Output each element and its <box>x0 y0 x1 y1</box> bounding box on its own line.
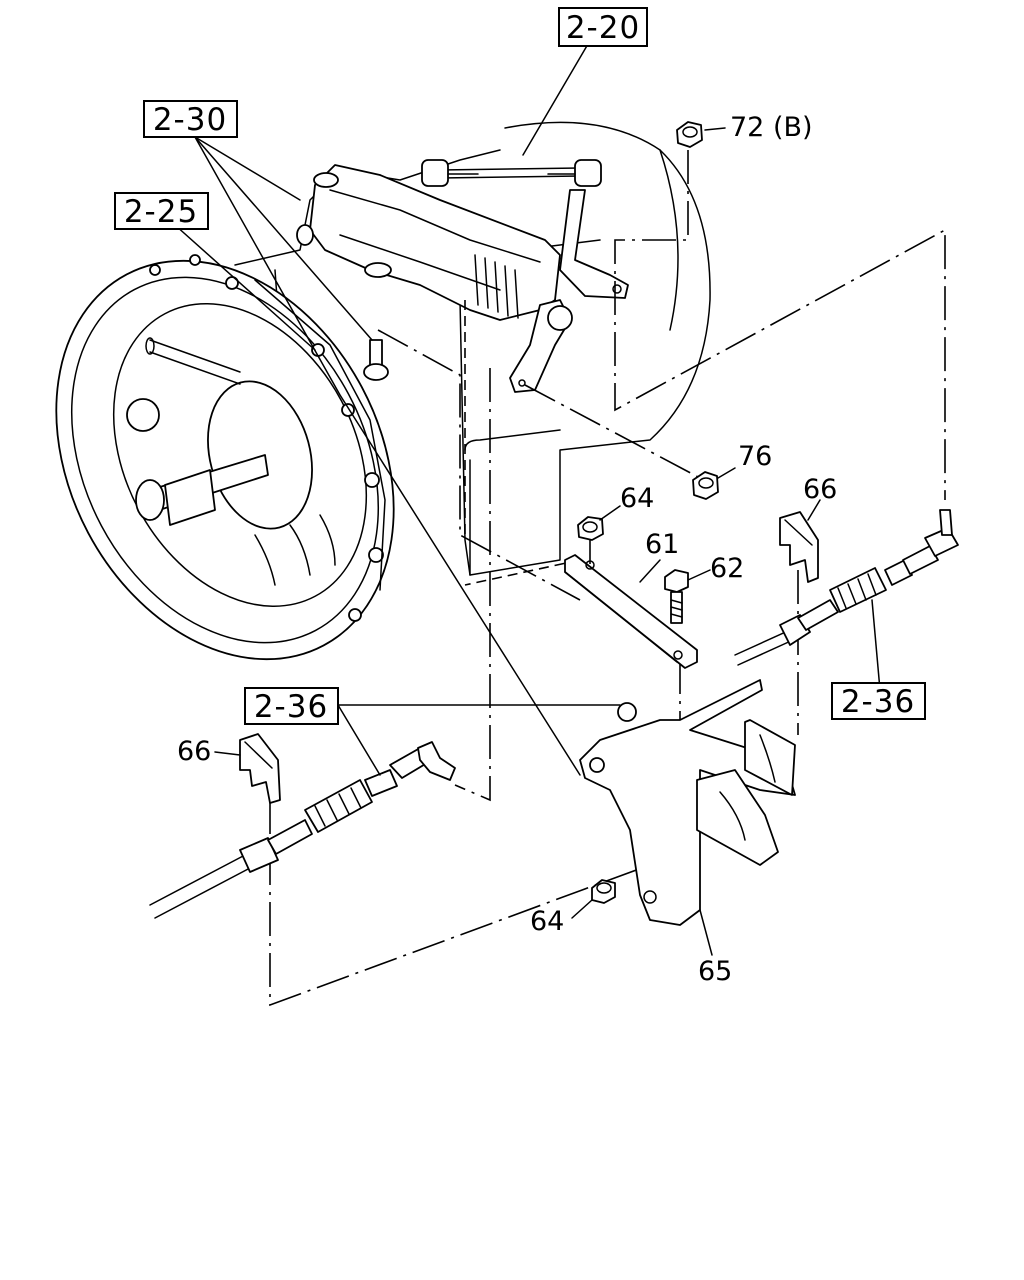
nut-72b <box>676 121 703 148</box>
transmission-housing <box>234 121 711 576</box>
part-number-64-upper: 64 <box>620 483 654 514</box>
ref-label-2-36-left: 2-36 <box>254 689 328 725</box>
ref-box-2-36-right: 2-36 <box>831 682 926 720</box>
ref-box-2-30: 2-30 <box>143 100 238 138</box>
part-number-62: 62 <box>710 553 744 584</box>
part-number-65: 65 <box>698 956 732 987</box>
ref-box-2-25: 2-25 <box>114 192 209 230</box>
cable-2-36-left <box>149 741 456 919</box>
clip-66-right <box>779 511 819 583</box>
clutch-housing <box>55 254 395 661</box>
leader-lines <box>174 43 881 956</box>
cable-2-36-right <box>734 509 959 666</box>
bracket-61 <box>564 554 698 669</box>
ref-label-2-36-right: 2-36 <box>841 684 915 720</box>
part-number-72b: 72 (B) <box>730 112 813 143</box>
ref-label-2-25: 2-25 <box>124 194 198 230</box>
bracket-65 <box>579 679 796 926</box>
part-number-76: 76 <box>738 441 772 472</box>
nut-76 <box>692 471 719 500</box>
ref-label-2-30: 2-30 <box>153 102 227 138</box>
part-number-61: 61 <box>645 529 679 560</box>
nut-64-lower <box>591 879 616 904</box>
part-number-64-lower: 64 <box>530 906 564 937</box>
bolt-62 <box>664 569 689 624</box>
clip-66-left <box>239 733 281 804</box>
part-number-66-left: 66 <box>177 736 211 767</box>
part-number-66-right: 66 <box>803 474 837 505</box>
ref-box-2-36-left: 2-36 <box>244 687 339 725</box>
ref-label-2-20: 2-20 <box>566 10 640 46</box>
ref-box-2-20: 2-20 <box>558 7 648 47</box>
nut-64-upper <box>577 516 604 541</box>
